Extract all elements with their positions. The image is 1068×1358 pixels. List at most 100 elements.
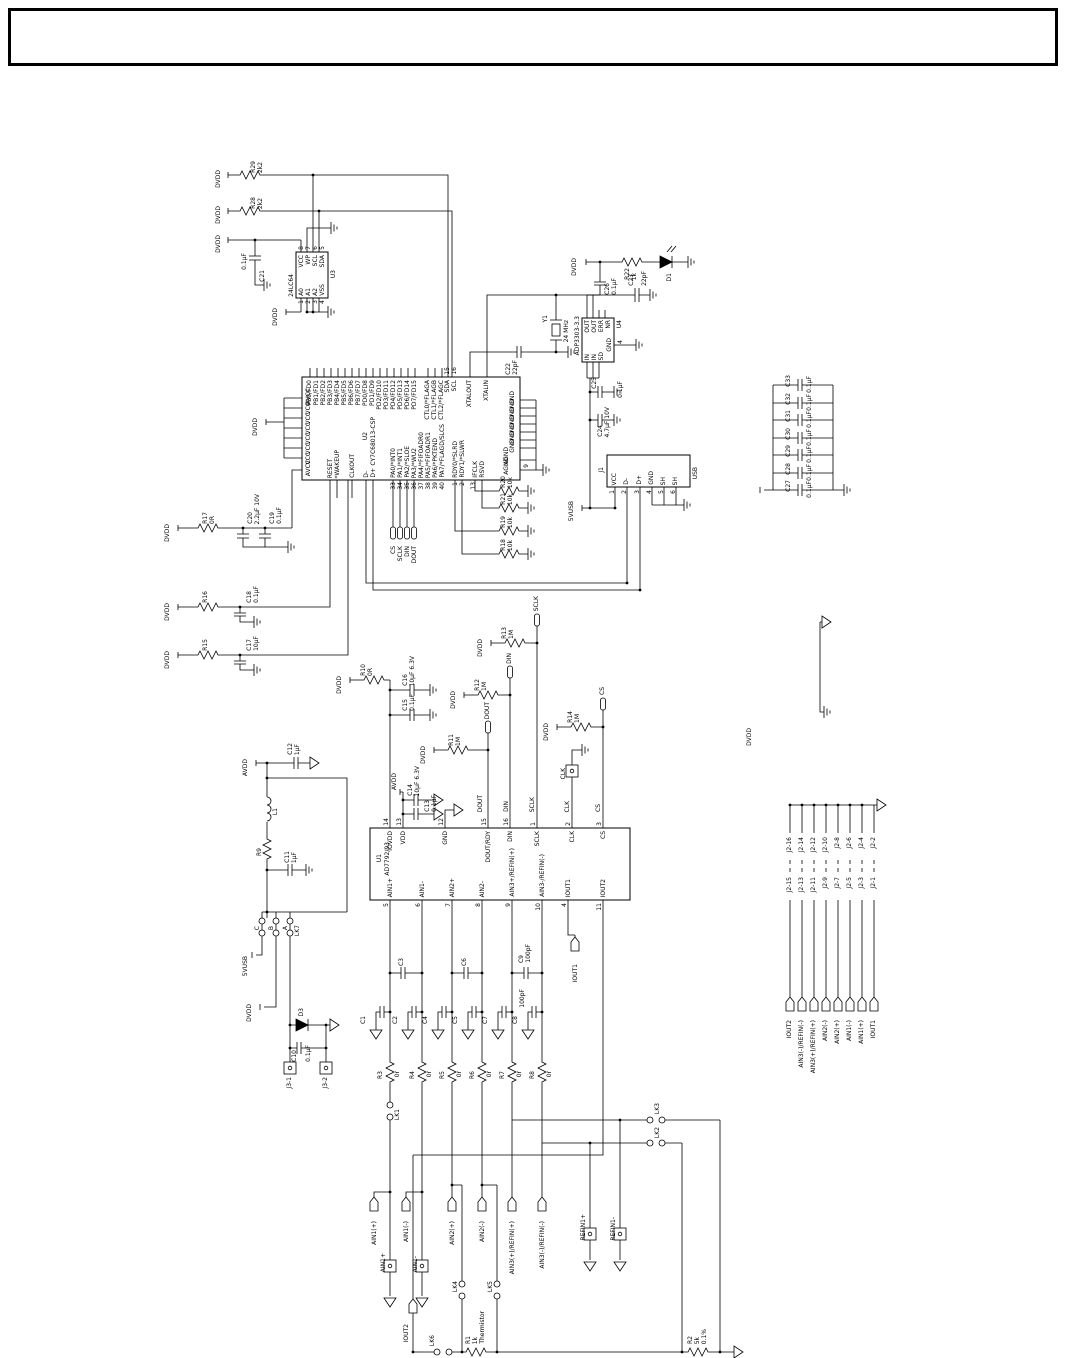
r13-value: 1M — [508, 630, 515, 639]
c15-ref: C15 — [402, 699, 409, 711]
net-label-5vusb: 5VUSB — [242, 955, 249, 976]
j1-pin-num: 1 — [609, 490, 616, 494]
j1-ref: J1 — [598, 467, 605, 473]
u2-pin: PA2/*SLOE — [404, 446, 411, 478]
u2-pin: PA5/*FIFOADR1 — [425, 431, 432, 478]
lk2-ref: LK2 — [654, 1126, 661, 1138]
r22-ref: R22 — [624, 268, 631, 280]
ground-tie — [819, 615, 832, 719]
testpoint-label-cs: CS — [390, 546, 397, 554]
u2-pin-reset: RESET — [327, 458, 334, 478]
r12-value: 1M — [481, 682, 488, 691]
u4-ref: U4 — [616, 319, 623, 328]
u1-pin-ain3n: AIN3-/REFIN(-) — [539, 854, 546, 897]
u2-pin-num: 36 — [411, 482, 418, 490]
net-label-dvdd: DVDD — [164, 651, 171, 669]
u3-pin-num: 1 — [298, 300, 305, 304]
u1-pin-clk: CLK — [569, 831, 576, 843]
j1-pin-num: 3 — [634, 490, 641, 494]
j2-signal-names: IOUT2 AIN3(-)/REFIN(-) AIN3(+)/REFIN(+) AIN… — [786, 1020, 877, 1073]
y1-value: 24 MHz — [563, 319, 570, 342]
u1-pin-num: 16 — [503, 818, 510, 826]
u3-bottom-pins: A0 A1 A2 VSS — [298, 284, 326, 296]
u1-pin-din: DIN — [507, 831, 514, 842]
net-label-avdd: AVDD — [242, 758, 249, 776]
j2-signal: AIN2(-) — [822, 1020, 829, 1042]
j3-pin2: J3-2 — [322, 1077, 329, 1089]
c9-value: 100pF — [525, 944, 532, 963]
c28-value: 0.1µF — [806, 464, 813, 481]
u2-pin-num: 15 — [444, 367, 451, 375]
lk4-ref: LK4 — [452, 1280, 459, 1292]
u3-pin-a2: A2 — [312, 288, 319, 296]
c21-value: 0.1µF — [241, 253, 248, 270]
c31-ref: C31 — [785, 410, 792, 422]
j1-pin-sh: SH — [660, 476, 667, 485]
net-label-dvdd: DVDD — [420, 746, 427, 764]
r21-ref: R21 — [500, 493, 507, 505]
j1-pin-num: 5 — [658, 490, 665, 494]
j2-signal: AIN2(+) — [834, 1020, 841, 1044]
testpoint-label-iout1: IOUT1 — [572, 964, 579, 983]
r8-value: 0r — [546, 1070, 553, 1077]
u1-pin-num: 8 — [475, 903, 482, 907]
u1-pin-iout2: IOUT2 — [600, 878, 607, 897]
c27-ref: C27 — [785, 480, 792, 492]
j2-signal: AIN3(+)/REFIN(+) — [810, 1020, 817, 1074]
testpoint-label-din: DIN — [506, 653, 513, 664]
u2-pin: PA0/*INT0 — [390, 448, 397, 478]
u3-pin-vcc: VCC — [298, 255, 305, 268]
c3-ref: C3 — [398, 957, 405, 966]
c23-value: 22pF — [641, 271, 648, 286]
j2-pin: J2-6 — [846, 837, 853, 849]
r2-value: 5k — [694, 1336, 701, 1344]
u2-pin: PD0/FD8 — [362, 380, 369, 406]
terminal-label-ain2p: AIN2(+) — [449, 1221, 456, 1245]
u2-pin-num: 1 — [452, 482, 459, 486]
terminal-label-ain1n: AIN1(-) — [403, 1221, 410, 1243]
u1-pin-cs: CS — [600, 831, 607, 839]
testpoint-label-din: DIN — [404, 546, 411, 557]
title-block — [8, 8, 1058, 66]
c15-value: 0.1µF — [409, 694, 416, 711]
c11-value: 1µF — [291, 851, 298, 863]
u2-pin: PB5/FD5 — [341, 380, 348, 406]
u2-pin: PB6/FD6 — [348, 380, 355, 406]
c30-value: 0.1µF — [806, 429, 813, 446]
r22-value: 1k — [631, 272, 638, 280]
net-label-dvdd: DVDD — [543, 723, 550, 741]
u2-pin-num: 13 — [470, 482, 477, 490]
u4-pin-gnd: GND — [606, 338, 613, 352]
j1-pin-dminus: D- — [623, 478, 630, 485]
regulator-usb-circuit — [581, 245, 695, 592]
u1-pin-num: 10 — [535, 903, 542, 911]
u2-pin: PD1/FD9 — [369, 380, 376, 406]
u3-pin-scl: SCL — [312, 255, 319, 267]
j2-pin: J2-15 — [786, 877, 793, 893]
j1-pin-num: 6 — [670, 490, 677, 494]
u1-pin-num: 12 — [438, 818, 445, 826]
c29-value: 0.1µF — [806, 446, 813, 463]
r11-value: 1M — [455, 737, 462, 746]
u3-ref: U3 — [330, 269, 337, 278]
c24-ref: C24 — [597, 425, 604, 437]
c31-value: 0.1µF — [806, 411, 813, 428]
u3-pin-num: 8 — [298, 246, 305, 250]
j2-signal: IOUT2 — [786, 1020, 793, 1039]
u4-pin: IN — [584, 353, 591, 360]
u3-top-pins: VCC WP SCL SDA — [298, 255, 326, 267]
u3-bottom-pin-numbers: 1 2 3 4 — [298, 300, 326, 304]
terminal-label-ain3p: AIN3(+)/REFIN(+) — [509, 1221, 516, 1275]
u2-pin-num: 40 — [439, 482, 446, 490]
u1-pin-num: 2 — [565, 822, 572, 826]
r29-value: 2k2 — [257, 161, 264, 173]
lk5-ref: LK5 — [487, 1280, 494, 1292]
c21-ref: C21 — [259, 270, 266, 282]
net-label-dvdd: DVDD — [164, 603, 171, 621]
u1-pin-ain3p: AIN3+/REFIN(+) — [509, 848, 516, 897]
j2-signal: AIN3(-)/REFIN(-) — [798, 1020, 805, 1068]
c7-ref: C7 — [482, 1015, 489, 1024]
